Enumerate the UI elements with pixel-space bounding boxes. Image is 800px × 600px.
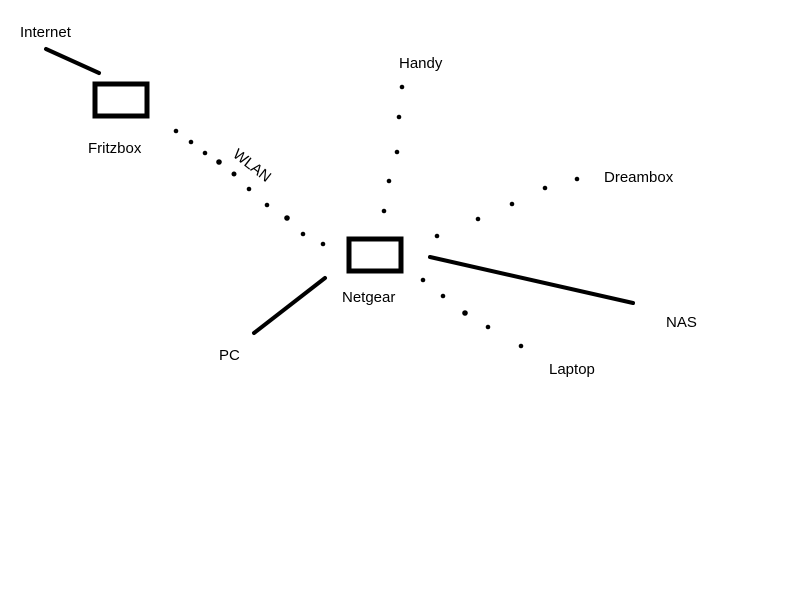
pc-cable [252,276,327,335]
netgear-device [346,236,404,274]
dreambox-label: Dreambox [604,169,674,186]
wireless-link-laptop [420,277,524,349]
fritzbox-label: Fritzbox [88,140,142,157]
nas-cable [428,255,635,305]
fritzbox-device [92,81,150,119]
laptop-label: Laptop [549,361,595,378]
pc-label: PC [219,347,240,364]
netgear-label: Netgear [342,289,395,306]
wireless-link-dreambox [434,176,580,239]
internet-cable [44,47,101,75]
internet-label: Internet [20,24,72,41]
handy-label: Handy [399,55,443,72]
wireless-link-handy [381,84,405,214]
wlan-link-fritzbox-netgear [173,128,326,247]
nas-label: NAS [666,314,697,331]
